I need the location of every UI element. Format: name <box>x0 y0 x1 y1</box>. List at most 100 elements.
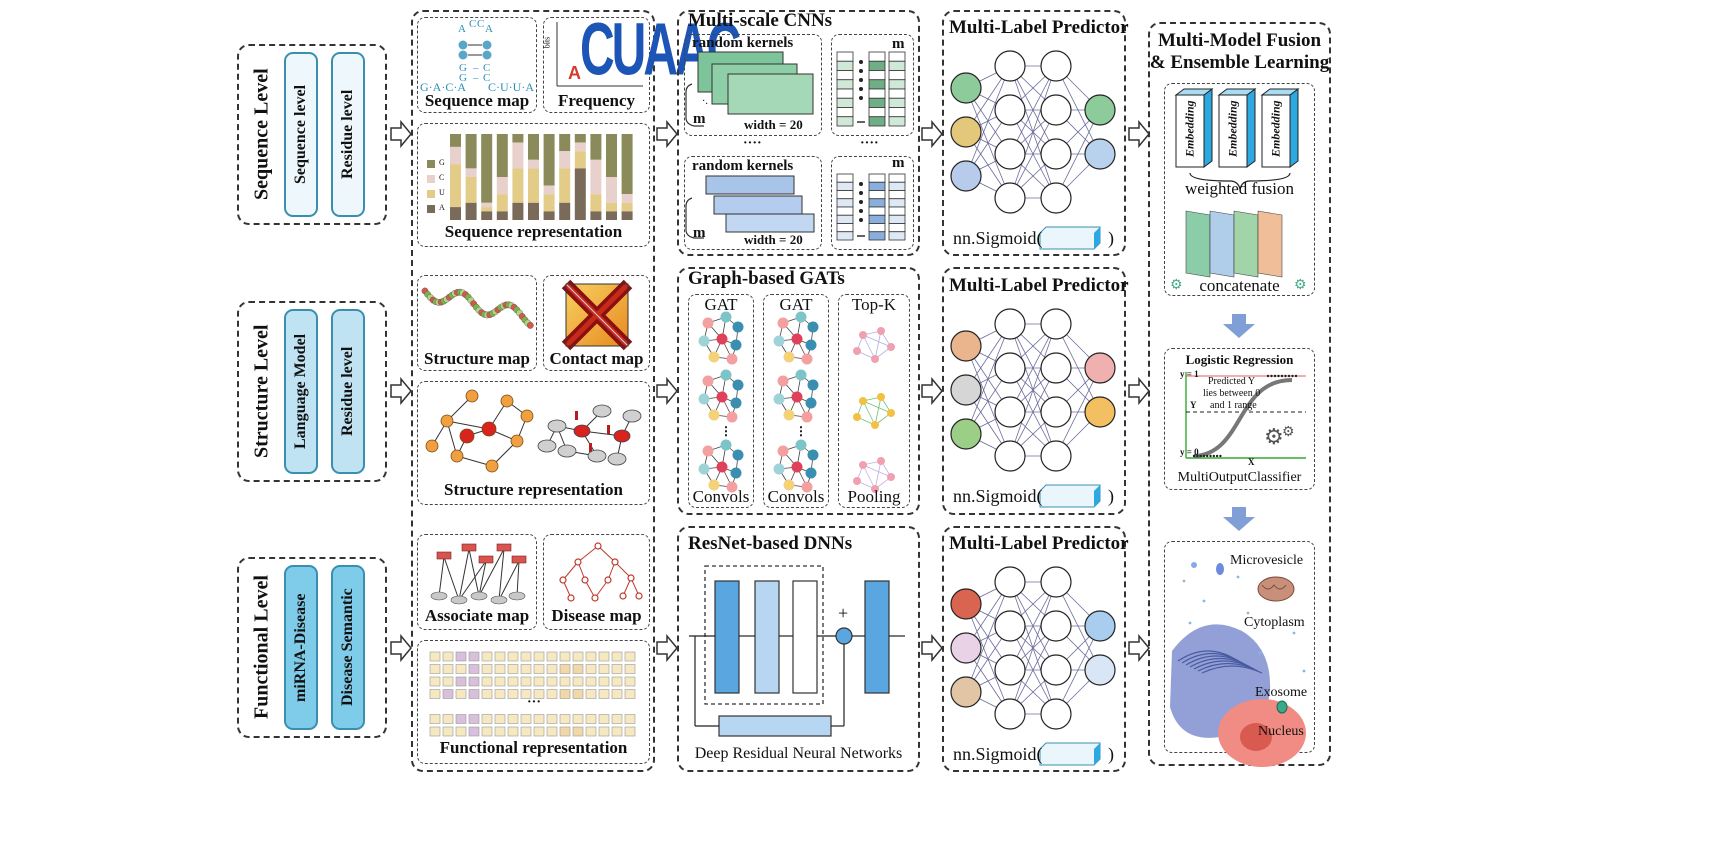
arrow-right-icon <box>921 376 943 406</box>
er-fold <box>1201 665 1263 674</box>
feature-map-cell <box>888 231 906 241</box>
graph-node <box>537 439 557 453</box>
cnn-width-bottom: width = 20 <box>744 232 803 247</box>
data-dot <box>1287 374 1291 378</box>
frequency-axis <box>556 22 643 87</box>
structure-level-box <box>237 301 387 482</box>
sigmoid-curve <box>1193 378 1293 458</box>
svg-text:–: – <box>472 62 479 74</box>
network-edge <box>965 65 1011 177</box>
sequence-bar-segment <box>590 134 602 160</box>
pool-edge <box>862 334 876 360</box>
pool-edge <box>862 464 892 478</box>
feature-cell <box>442 689 454 699</box>
arrow-right-icon <box>390 633 412 663</box>
nucleotide-legend <box>427 160 435 213</box>
network-edge <box>1009 323 1057 413</box>
output-neuron <box>1084 396 1116 428</box>
sequence-representation-panel <box>417 123 650 247</box>
sequence-bar-segment <box>481 207 493 212</box>
feature-cell <box>585 714 597 724</box>
arrow-right-icon <box>921 633 943 663</box>
gear-icon: ⚙ <box>1294 278 1307 293</box>
cnn-m-top: m <box>693 111 706 127</box>
hidden-neuron <box>994 698 1026 730</box>
pool-edge <box>862 464 876 490</box>
graph-node <box>613 429 631 443</box>
predictor-title-2: Multi-Label Predictor <box>949 275 1129 296</box>
arrow-down-icon <box>1223 314 1255 338</box>
gat-node <box>716 461 728 473</box>
feature-map-cell <box>868 116 886 127</box>
language-model-pill <box>284 309 318 474</box>
data-dot <box>1209 454 1212 458</box>
multioutput-classifier-label: MultiOutputClassifier <box>1177 470 1302 485</box>
predictor-title-1: Multi-Label Predictor <box>949 17 1129 38</box>
microvesicle-label: Microvesicle <box>1230 553 1304 568</box>
associate-map-label: Associate map <box>424 606 530 625</box>
output-layer <box>864 580 890 694</box>
gat-node <box>702 375 714 387</box>
hidden-neuron <box>1040 610 1072 642</box>
output-neuron <box>1084 654 1116 686</box>
data-dot <box>1291 374 1294 378</box>
hidden-neuron <box>994 94 1026 126</box>
resnet-dnn-title: ResNet-based DNNs <box>688 533 853 554</box>
svg-text:C: C <box>469 18 476 30</box>
graph-gat-title: Graph-based GATs <box>688 268 845 289</box>
feature-cell <box>533 726 545 737</box>
feature-cell <box>546 651 558 662</box>
embedding-top <box>1260 88 1300 96</box>
pool-node <box>877 457 885 465</box>
feature-cell <box>585 676 597 687</box>
feature-cell <box>481 651 493 662</box>
arrow-right-icon <box>656 376 678 406</box>
sequence-bar-segment <box>512 202 524 220</box>
hidden-neuron <box>994 308 1026 340</box>
graph-node <box>425 439 439 453</box>
svg-text:–: – <box>472 72 479 84</box>
gat-node <box>708 409 720 421</box>
pool-node <box>887 473 895 481</box>
feature-cell <box>507 714 519 724</box>
sequence-composition-bars <box>450 134 633 220</box>
feature-cell <box>559 651 571 662</box>
disease-term-node <box>591 594 599 602</box>
gat-label-1: GAT <box>704 295 738 314</box>
structure-representation-panel <box>417 381 650 505</box>
gat-node <box>698 463 710 475</box>
feature-cell <box>494 714 506 724</box>
feature-map-cell <box>888 116 906 127</box>
mirna-node <box>478 555 494 564</box>
hidden-neuron <box>994 566 1026 598</box>
sequence-bar-segment <box>606 211 617 220</box>
feature-cell <box>533 689 545 699</box>
er-fold <box>1197 662 1259 672</box>
feature-cell <box>520 651 532 662</box>
attention-marker <box>575 411 578 420</box>
data-dot <box>1219 454 1222 458</box>
arrow-down-icon <box>1223 507 1255 531</box>
mirna-node <box>496 543 512 552</box>
gat-graph-drawings: ⋮⋮ <box>698 311 895 493</box>
kernel-bracket <box>685 83 704 127</box>
sequence-bar-segment <box>465 134 477 169</box>
residual-block-outline <box>704 565 824 705</box>
feature-cell <box>611 689 623 699</box>
hidden-neuron <box>1040 440 1072 472</box>
feature-dot <box>859 200 863 204</box>
gat-node <box>801 481 813 493</box>
data-dot <box>1206 454 1209 458</box>
feature-cell <box>455 664 467 674</box>
disease-term-node <box>627 574 635 582</box>
data-dot <box>1215 454 1219 458</box>
disease-term-node <box>619 592 627 600</box>
gat-node <box>791 333 803 345</box>
contact-map-heatmap <box>561 279 633 351</box>
sequence-bar-segment <box>559 151 571 169</box>
contact-map-panel <box>543 275 650 371</box>
sequence-bar-segment <box>606 134 617 177</box>
gat-node <box>720 311 732 323</box>
dense-layer <box>714 580 740 694</box>
